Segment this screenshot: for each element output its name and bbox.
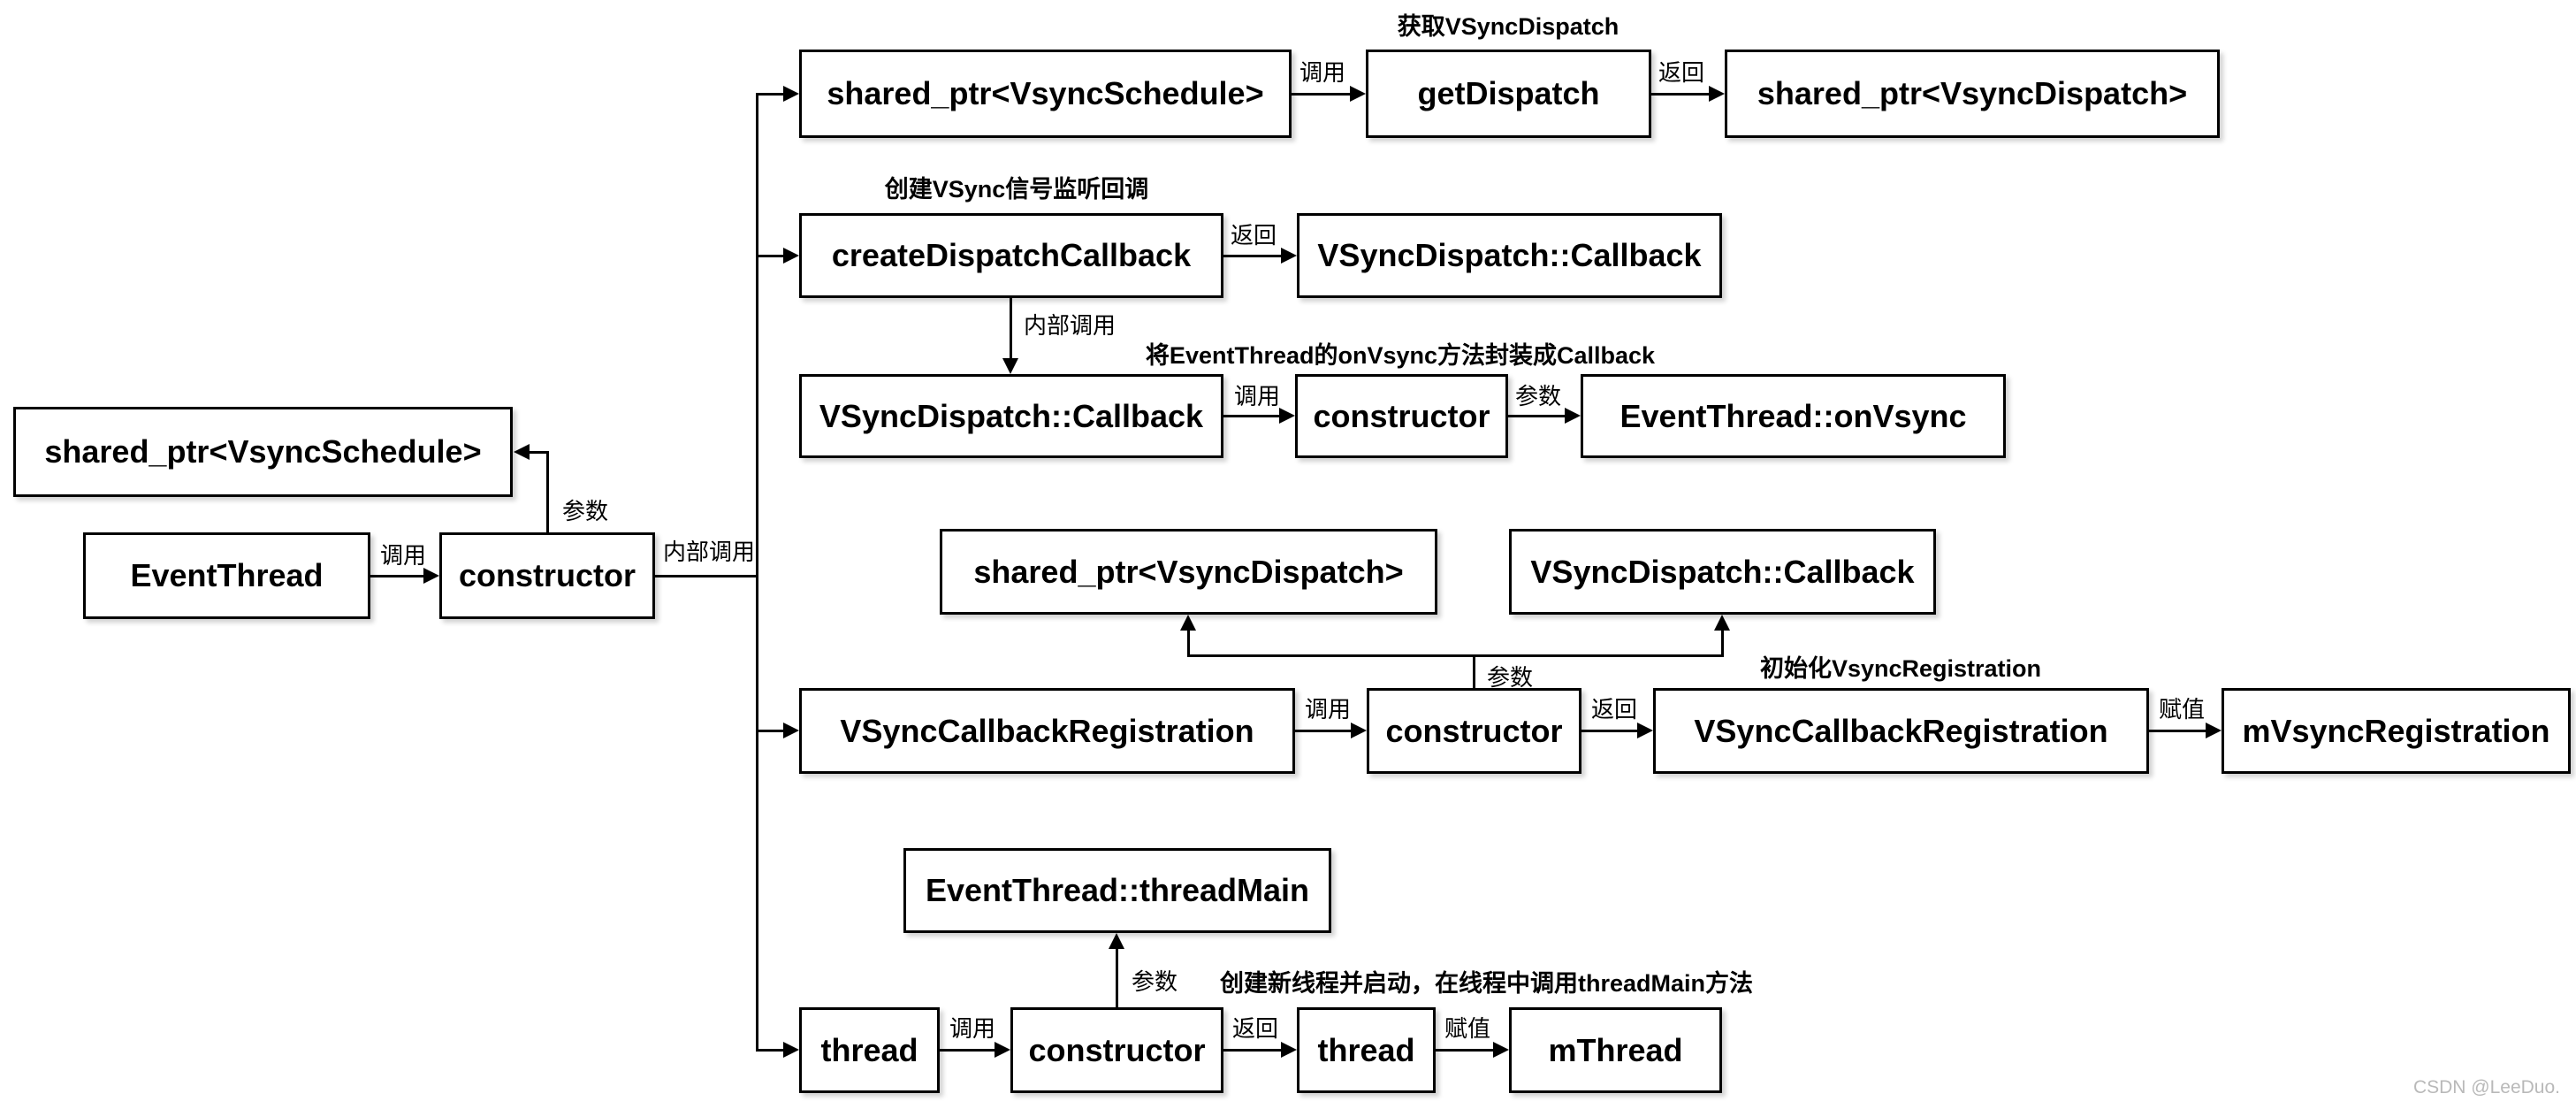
node-thread-2: thread — [1297, 1007, 1436, 1093]
edge-call-line — [1292, 93, 1352, 96]
node-vsyncdispatch-callback-2: VSyncDispatch::Callback — [799, 374, 1223, 458]
node-vsynccallbackregistration-1: VSyncCallbackRegistration — [799, 688, 1295, 774]
edge-label-internal-call: 内部调用 — [1024, 312, 1117, 339]
annotation-create-callback: 创建VSync信号监听回调 — [884, 176, 1149, 203]
arrowhead-right-icon — [2206, 723, 2222, 738]
edge-label-call: 调用 — [1305, 696, 1352, 723]
node-vsyncdispatch-callback-mid: VSyncDispatch::Callback — [1509, 529, 1936, 615]
branch-line-top — [756, 93, 785, 96]
node-getdispatch: getDispatch — [1366, 50, 1651, 138]
arrowhead-right-icon — [1709, 86, 1725, 102]
edge-param-thread-line — [1116, 947, 1118, 1007]
annotation-create-thread: 创建新线程并启动，在线程中调用threadMain方法 — [1220, 970, 1754, 997]
arrowhead-up-icon — [1714, 615, 1730, 631]
edge-label-return: 返回 — [1231, 222, 1277, 249]
arrowhead-right-icon — [783, 86, 799, 102]
arrowhead-up-icon — [1180, 615, 1196, 631]
arrowhead-right-icon — [1279, 408, 1295, 424]
edge-label-param: 参数 — [562, 498, 609, 524]
arrowhead-down-icon — [1002, 358, 1018, 374]
edge-return-line — [1223, 1049, 1283, 1052]
node-mthread: mThread — [1509, 1007, 1722, 1093]
csdn-watermark: CSDN @LeeDuo. — [2412, 1077, 2560, 1098]
arrowhead-right-icon — [1281, 1042, 1297, 1058]
node-constructor-callback: constructor — [1295, 374, 1508, 458]
branch-line-thread — [756, 1049, 785, 1052]
annotation-init-registration: 初始化VsyncRegistration — [1759, 655, 2042, 682]
edge-label-return: 返回 — [1232, 1015, 1279, 1042]
node-constructor-vcr: constructor — [1367, 688, 1581, 774]
node-mvsyncregistration: mVsyncRegistration — [2222, 688, 2571, 774]
node-vsynccallbackregistration-2: VSyncCallbackRegistration — [1653, 688, 2149, 774]
arrowhead-right-icon — [1493, 1042, 1509, 1058]
edge-param-left-up-line — [1187, 629, 1190, 657]
arrowhead-right-icon — [783, 248, 799, 264]
node-shared-ptr-vsyncschedule-top: shared_ptr<VsyncSchedule> — [799, 50, 1292, 138]
node-createdispatchcallback: createDispatchCallback — [799, 213, 1223, 298]
arrowhead-right-icon — [423, 568, 439, 584]
edge-label-param: 参数 — [1132, 968, 1178, 995]
node-thread-1: thread — [799, 1007, 940, 1093]
edge-label-call: 调用 — [1299, 59, 1346, 86]
arrowhead-right-icon — [1565, 408, 1581, 424]
node-eventthread: EventThread — [83, 532, 370, 619]
arrowhead-right-icon — [1351, 723, 1367, 738]
edge-label-call: 调用 — [1234, 383, 1281, 409]
node-constructor-thread: constructor — [1010, 1007, 1223, 1093]
arrowhead-right-icon — [783, 1042, 799, 1058]
node-constructor-left: constructor — [439, 532, 655, 619]
node-vsyncdispatch-callback-return: VSyncDispatch::Callback — [1297, 213, 1722, 298]
annotation-wrap-callback: 将EventThread的onVsync方法封装成Callback — [1145, 342, 1656, 369]
edge-label-param: 参数 — [1487, 664, 1534, 691]
arrowhead-right-icon — [1637, 723, 1653, 738]
edge-call-line — [1223, 415, 1281, 417]
edge-label-assign: 赋值 — [1444, 1015, 1491, 1042]
edge-call-line — [940, 1049, 996, 1052]
edge-label-call: 调用 — [949, 1015, 996, 1042]
edge-param-line — [1508, 415, 1566, 417]
edge-param-bend-line — [530, 451, 549, 454]
arrowhead-right-icon — [783, 723, 799, 738]
arrowhead-right-icon — [995, 1042, 1010, 1058]
node-eventthread-threadmain: EventThread::threadMain — [903, 848, 1331, 933]
edge-param-split-line — [1187, 654, 1724, 657]
edge-return-line — [1581, 730, 1639, 732]
edge-call-line — [1295, 730, 1353, 732]
trunk-line — [756, 93, 758, 1051]
edge-internal-call-line — [655, 575, 758, 577]
edge-assign-line — [1436, 1049, 1495, 1052]
annotation-get-dispatch: 获取VSyncDispatch — [1397, 13, 1620, 40]
edge-param-right-up-line — [1721, 629, 1724, 657]
edge-param-up-line — [546, 451, 549, 532]
edge-internal-call-down-line — [1010, 298, 1012, 358]
arrowhead-left-icon — [514, 444, 530, 460]
branch-line-vcr — [756, 730, 785, 732]
edge-label-assign: 赋值 — [2159, 696, 2206, 723]
edge-param-stem-line — [1473, 654, 1475, 690]
node-shared-ptr-vsyncdispatch-mid: shared_ptr<VsyncDispatch> — [940, 529, 1437, 615]
edge-label-internal-call: 内部调用 — [663, 539, 756, 565]
node-shared-ptr-vsyncschedule-left: shared_ptr<VsyncSchedule> — [13, 407, 513, 497]
edge-return-line — [1223, 255, 1283, 257]
arrowhead-right-icon — [1350, 86, 1366, 102]
edge-assign-line — [2149, 730, 2207, 732]
arrowhead-right-icon — [1281, 248, 1297, 264]
node-shared-ptr-vsyncdispatch-top: shared_ptr<VsyncDispatch> — [1725, 50, 2220, 138]
edge-label-call: 调用 — [380, 542, 427, 569]
edge-return-line — [1651, 93, 1711, 96]
edge-label-return: 返回 — [1591, 696, 1638, 723]
edge-label-param: 参数 — [1515, 383, 1562, 409]
node-eventthread-onvsync: EventThread::onVsync — [1581, 374, 2006, 458]
branch-line-create — [756, 255, 785, 257]
edge-label-return: 返回 — [1658, 59, 1705, 86]
arrowhead-up-icon — [1109, 933, 1124, 949]
edge-call-line — [370, 575, 425, 577]
